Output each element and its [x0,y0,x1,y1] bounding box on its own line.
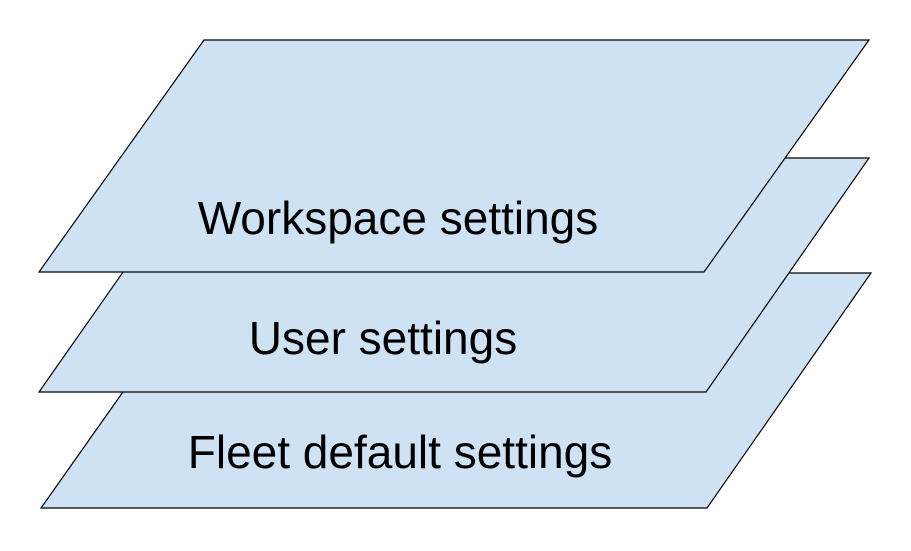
layer-fleet-default-label: Fleet default settings [188,426,612,478]
layer-workspace-label: Workspace settings [198,192,599,244]
layer-user-label: User settings [249,312,517,364]
layer-workspace-shape [37,39,871,273]
layer-workspace: Workspace settings [37,39,871,273]
